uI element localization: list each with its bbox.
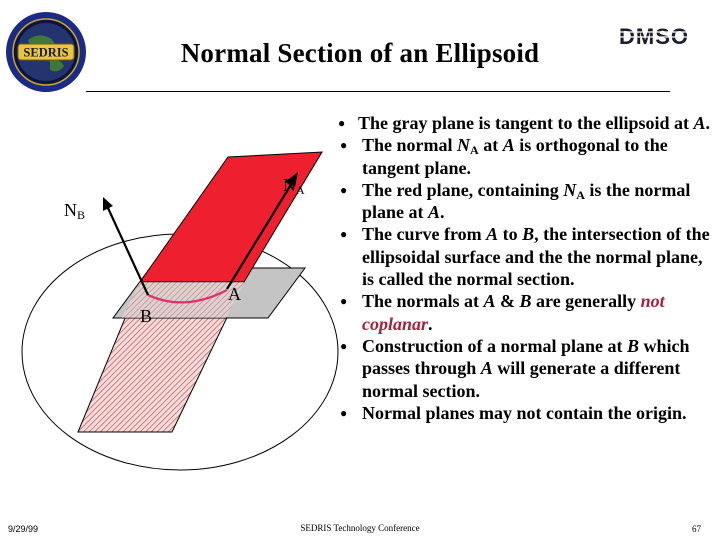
bullet-text: at (478, 135, 503, 156)
bullet-text: is the normal plane at (362, 179, 691, 223)
bullet-dot-icon: ● (340, 405, 348, 420)
sedris-logo: SEDRIS (6, 12, 86, 92)
label-nb: NB (64, 200, 85, 222)
bullet-text: The curve from (362, 224, 487, 245)
bullet-dot-icon: ● (340, 227, 348, 242)
bullet-text: & (495, 291, 520, 312)
bullet-item: ●The normal NA at A is orthogonal to the… (340, 134, 712, 179)
bullet-text: A (480, 358, 493, 379)
normal-section-curve (147, 289, 228, 304)
bullet-dot-icon: ● (340, 294, 348, 309)
bullet-text: A (483, 291, 496, 312)
bullet-text: A (693, 113, 706, 133)
bullet-item: ●The red plane, containing NA is the nor… (340, 179, 712, 224)
dmso-logo: DMSO (606, 24, 702, 49)
bullet-text: . (440, 202, 445, 223)
bullet-item: ● The curve from A to B, the intersection… (340, 223, 712, 290)
bullet-text: A (470, 143, 479, 158)
label-na-main: N (283, 175, 296, 195)
bullet-text: A (486, 224, 499, 245)
bullet-item: ● The gray plane is tangent to the ellips… (338, 112, 712, 134)
bullet-text: A (502, 135, 515, 156)
normal-nb-arrow (107, 207, 149, 296)
bullet-text: Normal planes may not contain the origin… (362, 402, 687, 423)
bullet-text: B (627, 335, 640, 356)
logo-text: SEDRIS (23, 46, 68, 60)
bullet-text: A (576, 187, 585, 202)
bullet-text: will generate a different normal section… (362, 358, 681, 401)
bullet-text: B (522, 224, 535, 245)
bullet-item: ● Construction of a normal plane at B whi… (340, 335, 712, 402)
normal-plane-hatched-through (122, 282, 244, 318)
label-na: NA (283, 175, 305, 197)
bullet-text: The normal (362, 135, 458, 156)
bullet-text: The normals at (362, 291, 484, 312)
footer-conference: SEDRIS Technology Conference (300, 523, 420, 533)
bullet-item: ● The normals at A & B are generally not … (340, 290, 712, 335)
emphasis-text: not coplanar (362, 291, 665, 334)
page-number: 67 (692, 524, 701, 534)
bullet-text: The red plane, containing (362, 179, 564, 200)
bullet-text: The gray plane is tangent to the ellipso… (358, 113, 694, 133)
bullet-text: B (519, 291, 532, 312)
bullet-dot-icon: ● (338, 116, 346, 130)
normal-na-arrow (226, 182, 293, 290)
bullet-text: are generally (531, 291, 641, 312)
label-nb-main: N (64, 200, 77, 220)
bullet-text: which passes through (362, 335, 690, 379)
bullet-text: Construction of a normal plane at (362, 335, 627, 356)
bullet-text: to (498, 224, 523, 245)
bullet-list: ● The gray plane is tangent to the ellips… (338, 112, 712, 424)
page-title: Normal Section of an Ellipsoid (180, 38, 540, 68)
normal-plane (139, 151, 323, 283)
label-na-sub: A (296, 183, 305, 197)
bullet-item: ● Normal planes may not contain the origi… (340, 402, 712, 424)
bullet-text: A (428, 202, 441, 223)
bullet-text: . (705, 113, 711, 133)
title-divider (86, 91, 670, 92)
bullet-text: is orthogonal to the tangent plane. (362, 135, 668, 178)
bullet-text: . (428, 313, 433, 334)
arrowhead-na (285, 172, 298, 187)
label-nb-sub: B (77, 208, 85, 222)
bullet-text: , the intersection of the ellipsoidal su… (362, 224, 710, 290)
bullet-text: N (457, 135, 471, 156)
bullet-dot-icon: ● (340, 182, 348, 197)
bullet-dot-icon: ● (340, 138, 348, 153)
bullet-dot-icon: ● (340, 338, 348, 353)
arrowhead-nb (103, 197, 113, 211)
footer-date: 9/29/99 (8, 524, 39, 534)
label-b: B (140, 306, 152, 326)
bullet-text: N (563, 179, 577, 200)
label-a: A (228, 284, 241, 304)
